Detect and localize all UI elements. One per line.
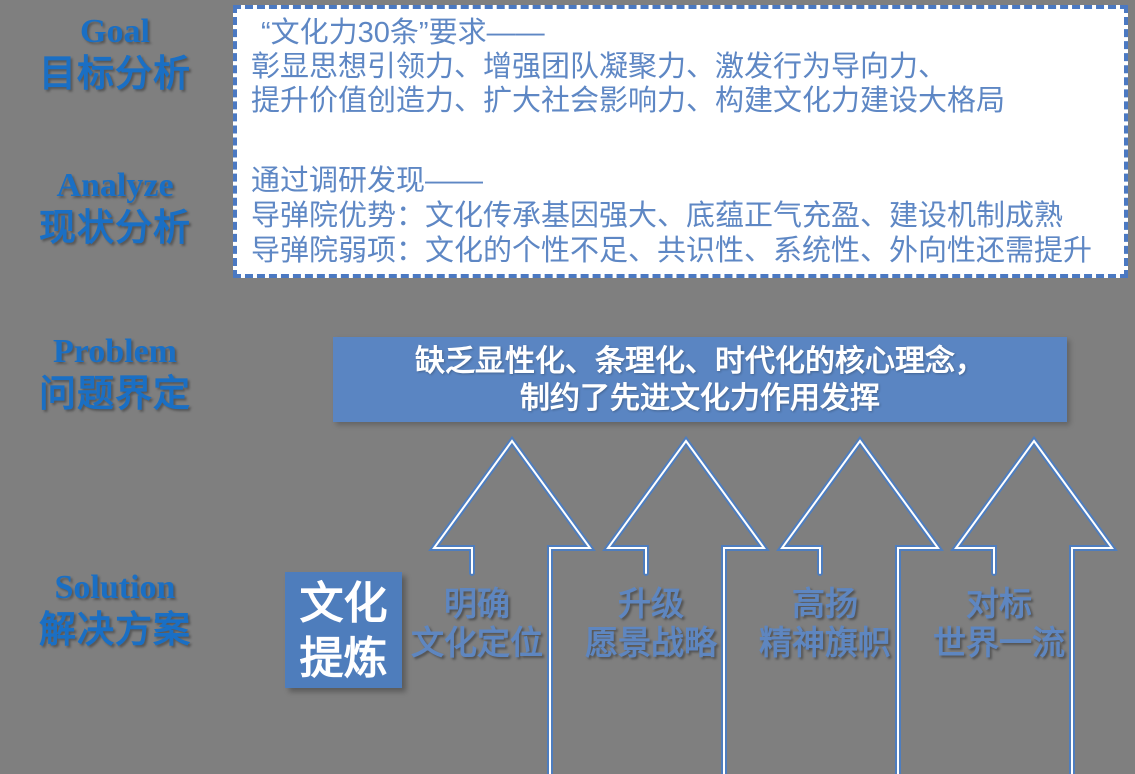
arrow-label-4-line-2: 世界一流 [933, 624, 1065, 661]
arrow-label-3-line-2: 精神旗帜 [759, 624, 891, 661]
arrow-label-2: 升级 愿景战略 [561, 584, 741, 662]
phase-solution-zh: 解决方案 [39, 608, 191, 650]
phase-goal-zh: 目标分析 [39, 52, 191, 94]
culture-refine-line-2: 提炼 [299, 634, 388, 683]
arrow-label-4-line-1: 对标 [966, 585, 1032, 622]
analyze-line-3: 导弹院弱项：文化的个性不足、共识性、系统性、外向性还需提升 [251, 235, 1093, 267]
problem-banner-line-1: 缺乏显性化、条理化、时代化的核心理念， [415, 345, 985, 378]
phase-problem-zh: 问题界定 [39, 372, 191, 414]
arrow-label-1-line-2: 文化定位 [411, 624, 543, 661]
analyze-line-2: 导弹院优势：文化传承基因强大、底蕴正气充盈、建设机制成熟 [251, 200, 1064, 232]
analyze-findings-paragraph: 通过调研发现—— 导弹院优势：文化传承基因强大、底蕴正气充盈、建设机制成熟 导弹… [237, 164, 1124, 269]
arrow-label-2-line-2: 愿景战略 [585, 624, 717, 661]
goal-line-2: 彰显思想引领力、增强团队凝聚力、激发行为导向力、 [251, 51, 948, 83]
problem-banner: 缺乏显性化、条理化、时代化的核心理念， 制约了先进文化力作用发挥 [333, 337, 1067, 422]
phase-label-analyze: Analyze 现状分析 [0, 168, 230, 248]
phase-label-problem: Problem 问题界定 [0, 334, 230, 414]
arrow-label-3: 高扬 精神旗帜 [735, 584, 915, 662]
goal-requirements-paragraph: “文化力30条”要求—— 彰显思想引领力、增强团队凝聚力、激发行为导向力、 提升… [237, 16, 1124, 118]
phase-analyze-en: Analyze [56, 167, 174, 204]
arrow-label-3-line-1: 高扬 [792, 585, 858, 622]
goal-line-3: 提升价值创造力、扩大社会影响力、构建文化力建设大格局 [251, 85, 1006, 117]
phase-label-goal: Goal 目标分析 [0, 14, 230, 94]
phase-analyze-zh: 现状分析 [39, 206, 191, 248]
phase-label-solution: Solution 解决方案 [0, 570, 230, 650]
up-arrow-outline-4 [954, 439, 1114, 774]
culture-refine-box: 文化 提炼 [285, 572, 402, 688]
arrow-label-1: 明确 文化定位 [387, 584, 567, 662]
arrow-label-1-line-1: 明确 [444, 585, 510, 622]
goal-line-1: “文化力30条”要求—— [261, 17, 545, 49]
arrow-label-2-line-1: 升级 [618, 585, 684, 622]
phase-goal-en: Goal [80, 13, 150, 50]
culture-refine-line-1: 文化 [299, 579, 388, 628]
analyze-line-1: 通过调研发现—— [251, 165, 484, 197]
phase-problem-en: Problem [52, 333, 177, 370]
goal-analyze-dashed-box: “文化力30条”要求—— 彰显思想引领力、增强团队凝聚力、激发行为导向力、 提升… [233, 5, 1128, 278]
up-arrow-outline-1 [432, 439, 592, 774]
problem-banner-line-2: 制约了先进文化力作用发挥 [520, 382, 880, 415]
arrow-label-4: 对标 世界一流 [909, 584, 1089, 662]
phase-solution-en: Solution [54, 569, 176, 606]
up-arrow-outline-3 [780, 439, 940, 774]
up-arrow-outline-2 [606, 439, 766, 774]
